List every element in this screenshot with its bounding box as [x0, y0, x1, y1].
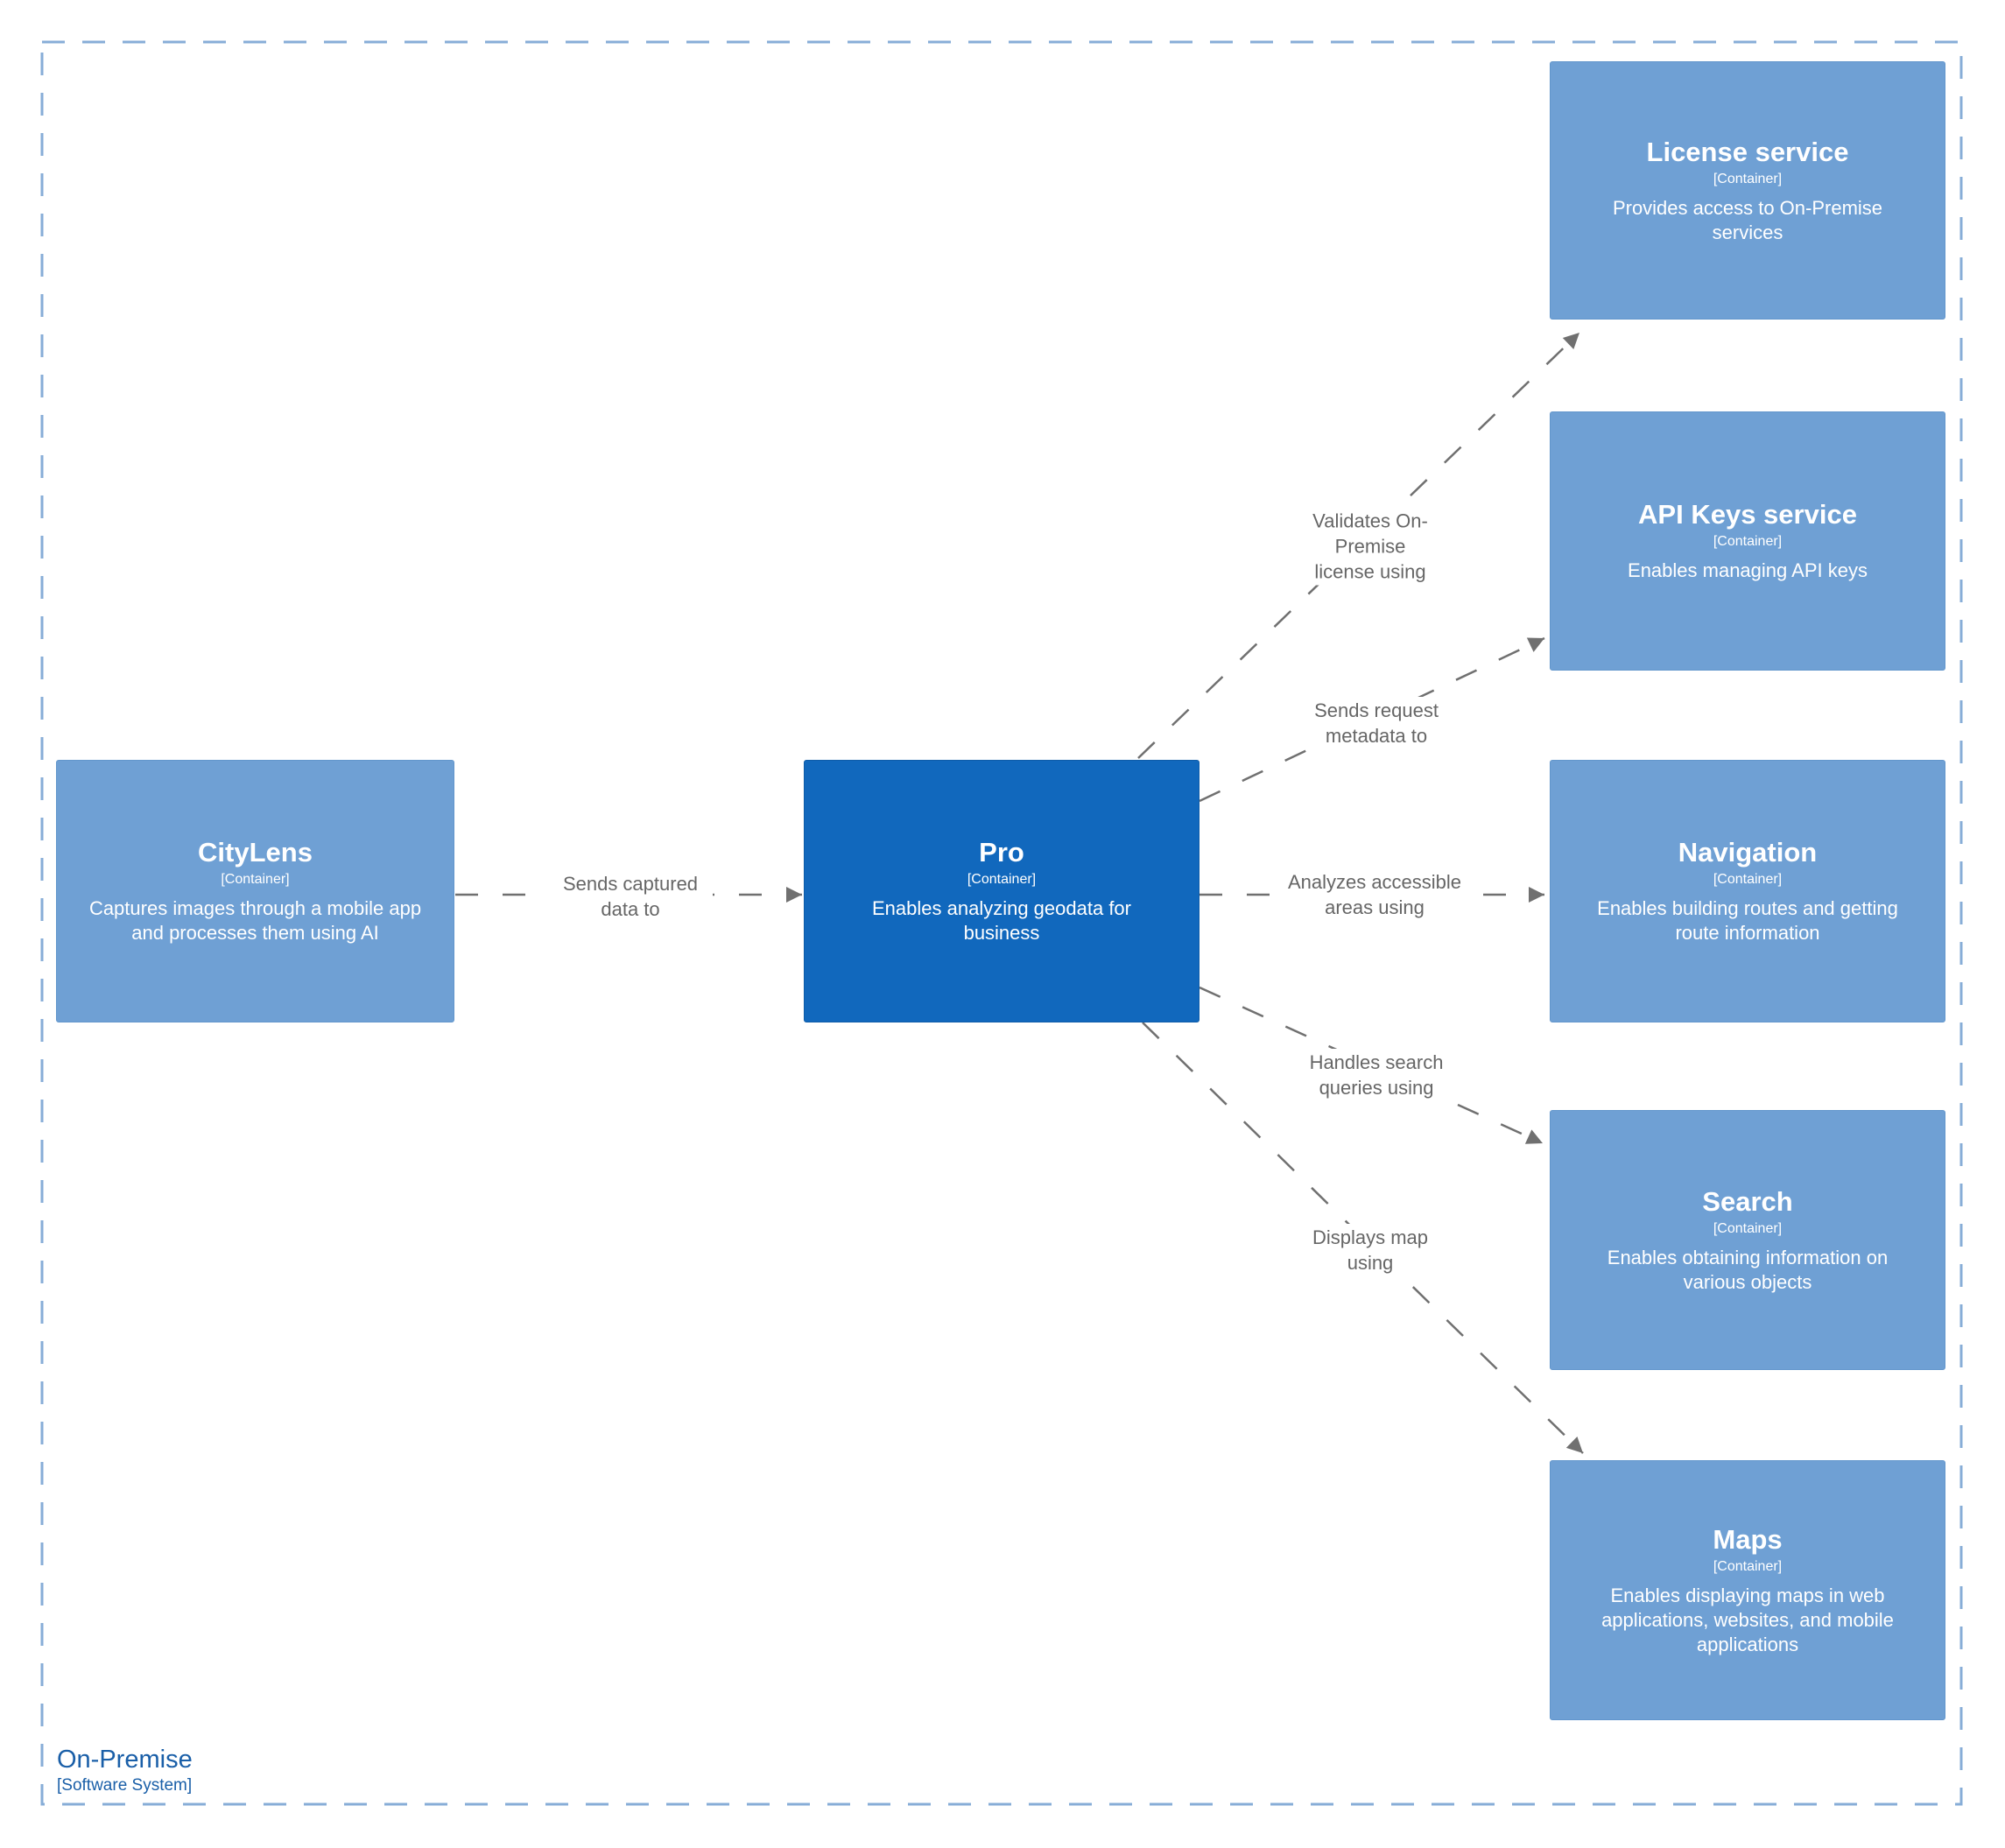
- node-description: Enables managing API keys: [1628, 559, 1868, 581]
- node-description: Enables analyzing geodata for business: [872, 897, 1131, 944]
- node-navigation: Navigation [Container] Enables building …: [1550, 760, 1945, 1022]
- node-citylens: CityLens [Container] Captures images thr…: [56, 760, 454, 1022]
- edge-pro-maps: [1142, 1022, 1584, 1454]
- edge-pro-search: [1199, 986, 1544, 1145]
- node-title: Navigation: [1678, 837, 1818, 868]
- edge-label: Sends captured data to: [548, 870, 713, 923]
- boundary-border: [40, 40, 1963, 1806]
- node-title: Search: [1702, 1185, 1793, 1217]
- node-description: Enables building routes and getting rout…: [1597, 897, 1898, 944]
- edge-label: Sends request metadata to: [1298, 697, 1454, 749]
- node-type-label: [Container]: [221, 872, 290, 887]
- node-api-keys-service: API Keys service [Container] Enables man…: [1550, 411, 1945, 671]
- node-license-service: License service [Container] Provides acc…: [1550, 61, 1945, 320]
- node-search: Search [Container] Enables obtaining inf…: [1550, 1110, 1945, 1370]
- node-type-label: [Container]: [1713, 1220, 1783, 1236]
- node-title: CityLens: [198, 837, 313, 868]
- edge-label: Handles search queries using: [1291, 1049, 1461, 1101]
- boundary-type-label: [Software System]: [57, 1776, 193, 1795]
- boundary-name: On-Premise: [57, 1746, 193, 1774]
- node-description: Captures images through a mobile app and…: [88, 897, 422, 944]
- node-description: Enables displaying maps in web applicati…: [1601, 1584, 1894, 1655]
- node-title: Maps: [1713, 1523, 1783, 1555]
- node-type-label: [Container]: [1713, 1558, 1783, 1574]
- edge-label: Validates On-Premise license using: [1301, 507, 1439, 586]
- node-title: Pro: [979, 837, 1024, 868]
- node-type-label: [Container]: [1713, 872, 1783, 887]
- node-title: API Keys service: [1638, 499, 1857, 530]
- node-description: Enables obtaining information on various…: [1607, 1246, 1889, 1293]
- edge-label: Displays map using: [1297, 1224, 1444, 1276]
- node-maps: Maps [Container] Enables displaying maps…: [1550, 1460, 1945, 1720]
- node-type-label: [Container]: [967, 872, 1037, 887]
- node-description: Provides access to On-Premise services: [1612, 196, 1883, 243]
- boundary-label: On-Premise [Software System]: [57, 1744, 193, 1796]
- node-pro: Pro [Container] Enables analyzing geodat…: [804, 760, 1199, 1022]
- edge-pro-license: [1137, 332, 1580, 759]
- node-type-label: [Container]: [1713, 534, 1783, 549]
- node-type-label: [Container]: [1713, 171, 1783, 186]
- edge-label: Analyzes accessible areas using: [1284, 868, 1466, 921]
- node-title: License service: [1646, 136, 1849, 167]
